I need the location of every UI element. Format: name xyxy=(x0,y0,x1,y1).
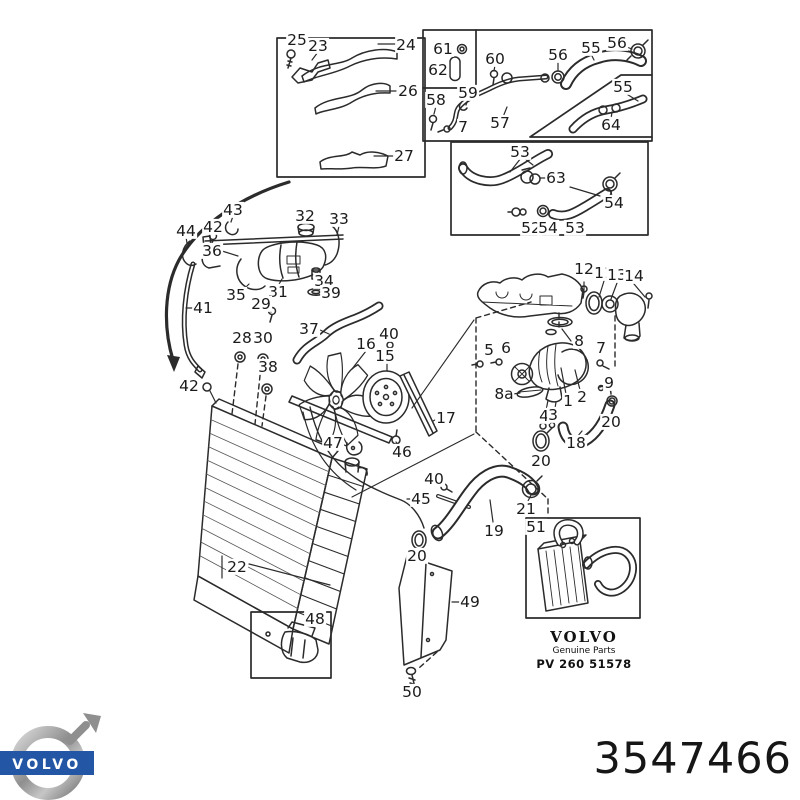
lower-hose-parts xyxy=(398,464,543,693)
inset-caption: VOLVO Genuine Parts PV 260 51578 xyxy=(524,629,644,672)
fan-belt-parts xyxy=(288,319,475,529)
radiator-parts xyxy=(193,398,368,664)
upper-hose-parts xyxy=(428,39,649,134)
inset-brand-text: VOLVO xyxy=(550,628,618,646)
expansion-tank-parts xyxy=(164,180,384,404)
water-pump-parts xyxy=(471,273,653,452)
volvo-logo-band xyxy=(0,751,94,775)
engine-bracket-parts xyxy=(286,48,398,170)
heater-hose-parts xyxy=(458,149,621,221)
inset-genuine-parts-text: Genuine Parts xyxy=(552,645,616,656)
assembly-dashed-lines xyxy=(231,301,616,669)
inset-cooler-parts xyxy=(537,518,637,612)
volvo-logo: VOLVO xyxy=(0,713,101,800)
inset-part-code-text: PV 260 51578 xyxy=(536,656,632,671)
volvo-logo-wordmark: VOLVO xyxy=(12,757,81,773)
callout-boxes xyxy=(250,29,653,679)
catalog-number: 3547466 xyxy=(593,734,792,784)
